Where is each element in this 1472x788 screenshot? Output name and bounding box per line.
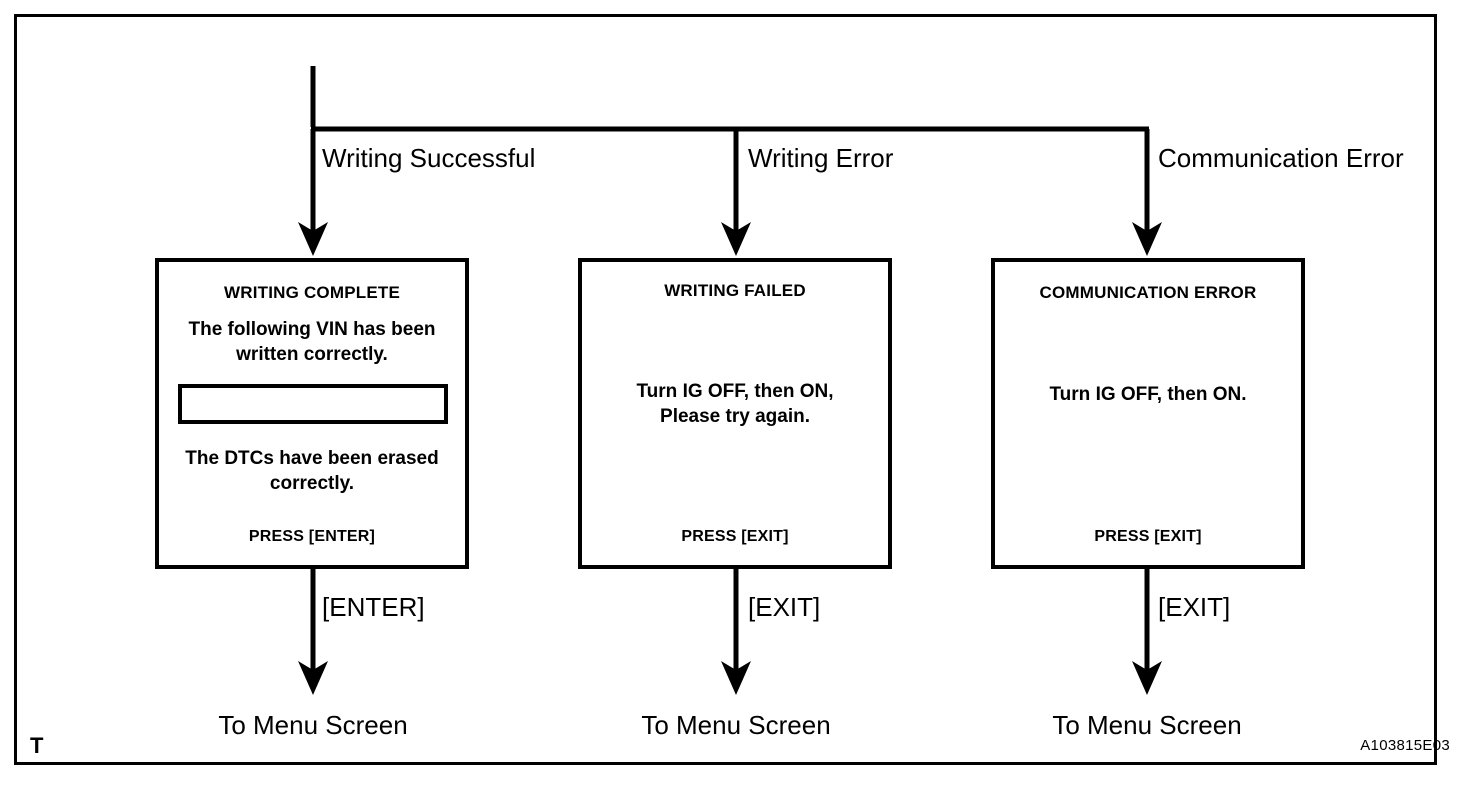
screen-footer-press-exit-failed: PRESS [EXIT]: [681, 528, 789, 545]
terminal-to-menu-screen-3: To Menu Screen: [1052, 710, 1242, 740]
branch-label-writing-successful: Writing Successful: [322, 143, 536, 173]
figure-reference-code: A103815E03: [1360, 737, 1450, 754]
branch-label-communication-error: Communication Error: [1158, 143, 1404, 173]
screen-title-writing-failed: WRITING FAILED: [664, 281, 806, 300]
screen-box-communication-error: COMMUNICATION ERROR Turn IG OFF, then ON…: [991, 258, 1305, 569]
terminal-to-menu-screen-1: To Menu Screen: [218, 710, 408, 740]
key-label-enter: [ENTER]: [322, 592, 425, 622]
corner-mark-t: T: [30, 733, 44, 758]
screen-footer-press-exit-comm: PRESS [EXIT]: [1094, 528, 1202, 545]
screen-footer-press-enter: PRESS [ENTER]: [248, 528, 376, 545]
branch-label-writing-error: Writing Error: [748, 143, 894, 173]
vin-display-field: [178, 384, 448, 424]
screen-title-communication-error: COMMUNICATION ERROR: [1039, 283, 1257, 302]
key-label-exit-comm: [EXIT]: [1158, 592, 1231, 622]
key-label-exit-failed: [EXIT]: [748, 592, 821, 622]
screen-box-writing-complete: WRITING COMPLETE The following VIN has b…: [155, 258, 469, 569]
terminal-to-menu-screen-2: To Menu Screen: [641, 710, 831, 740]
screen-title-writing-complete: WRITING COMPLETE: [223, 283, 401, 302]
screen-body-communication-error: Turn IG OFF, then ON.: [1049, 384, 1247, 405]
screen-box-writing-failed: WRITING FAILED Turn IG OFF, then ON,Plea…: [578, 258, 892, 569]
screen-body-writing-failed: Turn IG OFF, then ON,Please try again.: [636, 381, 834, 428]
